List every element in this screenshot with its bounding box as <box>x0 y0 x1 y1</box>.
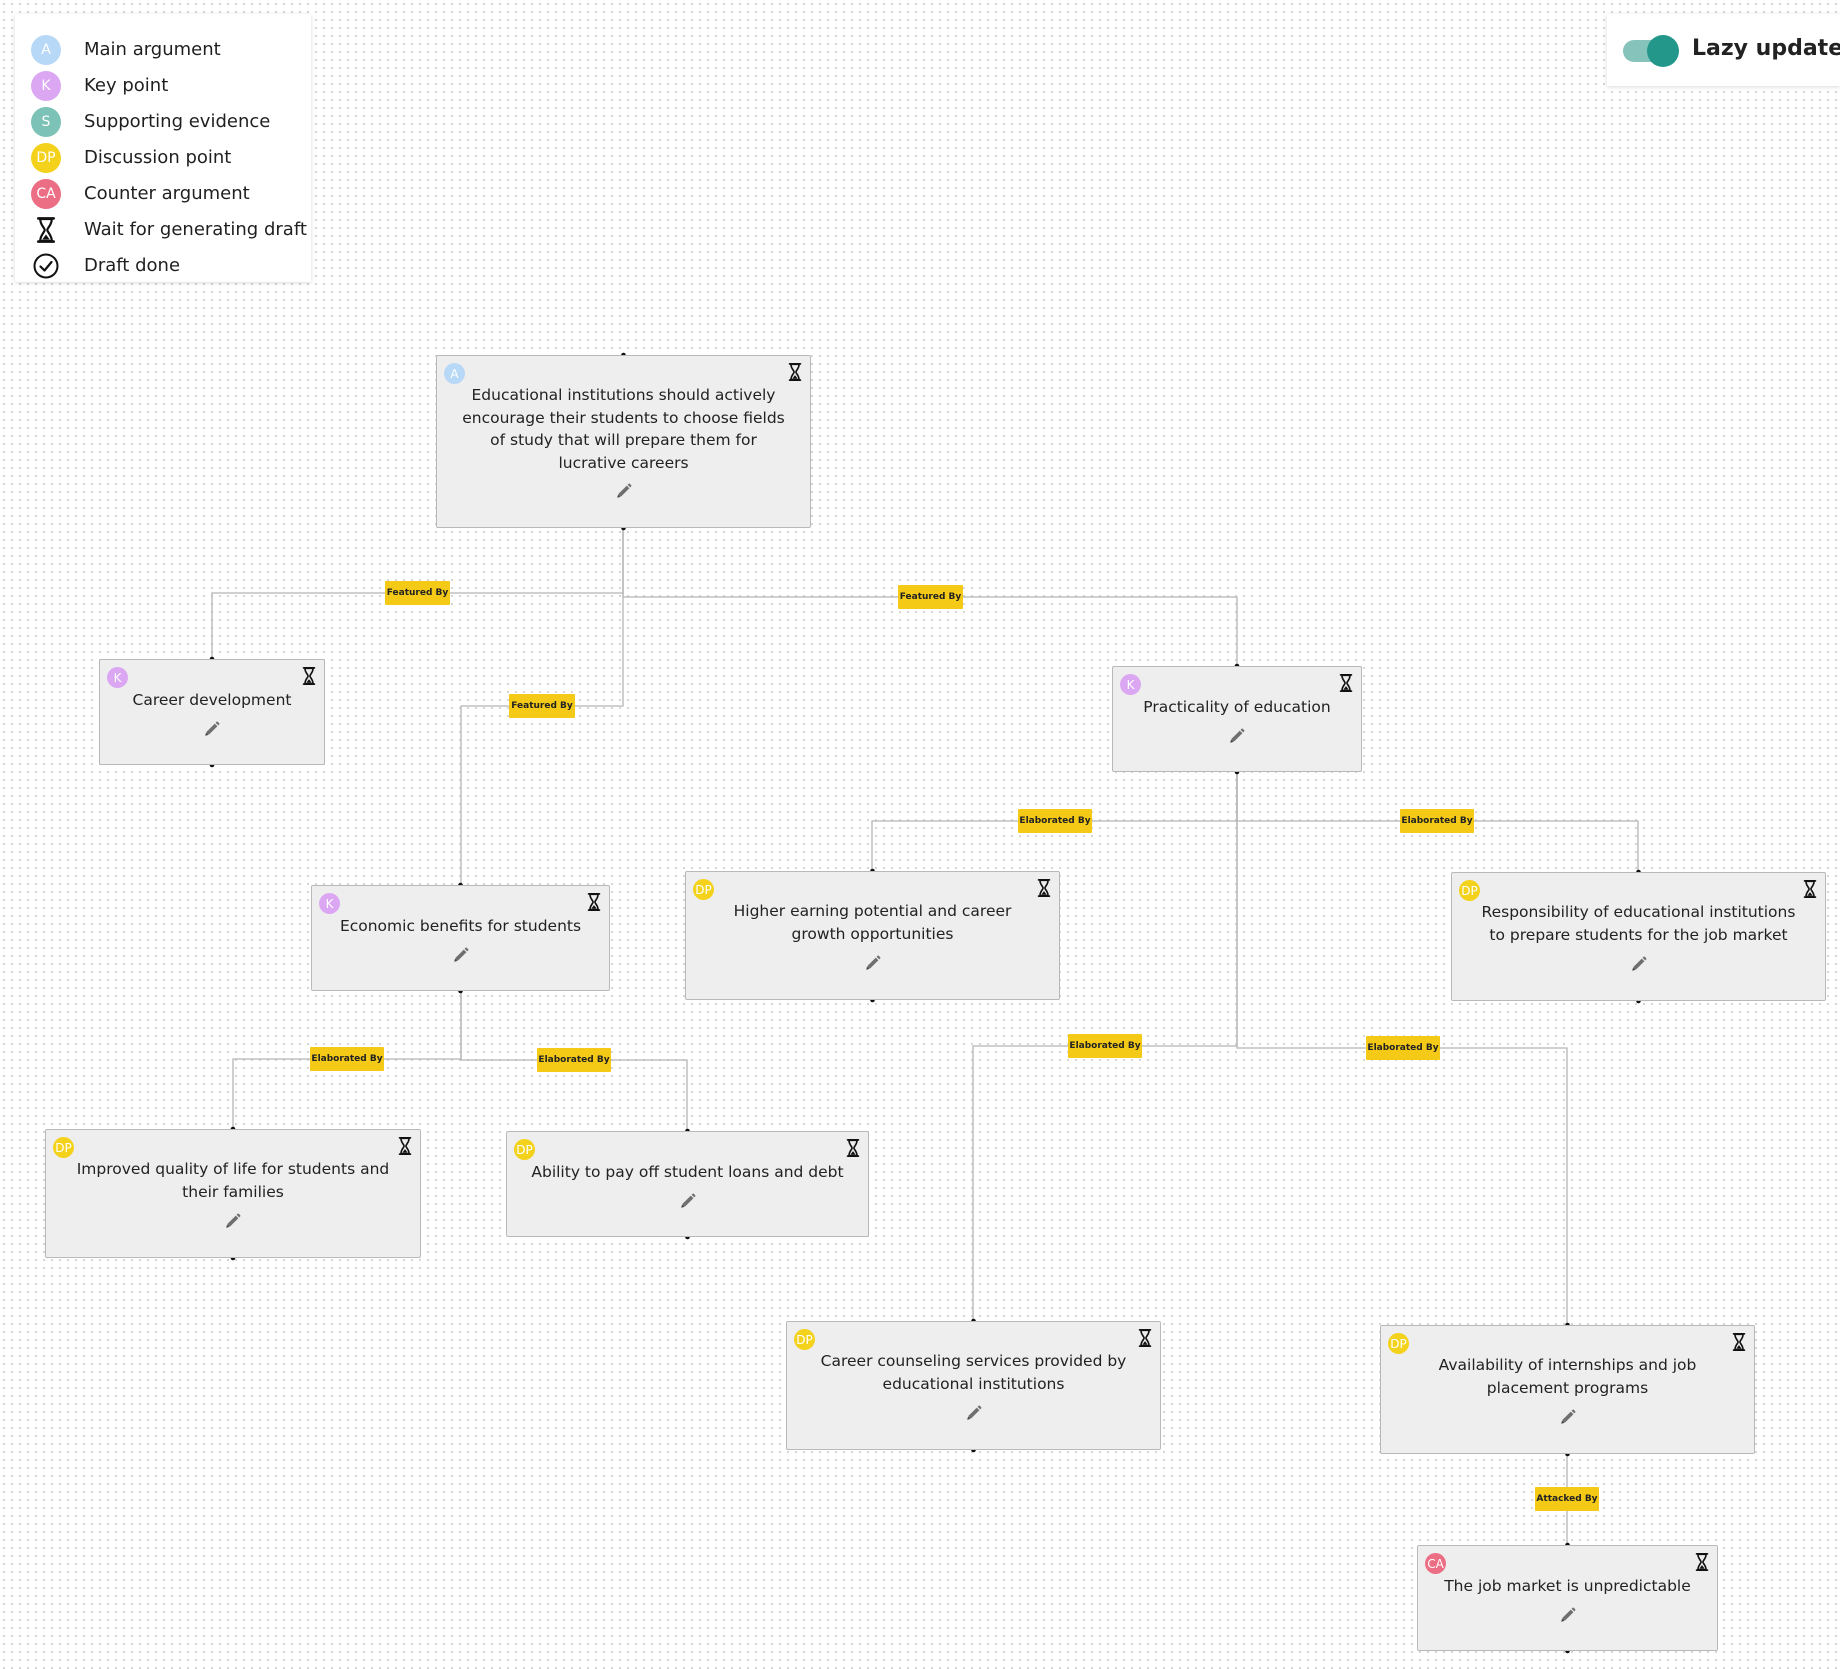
main-argument-badge: A <box>31 35 61 65</box>
hourglass-icon <box>37 217 55 243</box>
pencil-icon[interactable] <box>864 954 882 972</box>
key-point-badge: K <box>107 667 128 688</box>
hourglass-icon <box>788 363 802 381</box>
node-text: Ability to pay off student loans and deb… <box>531 1163 844 1181</box>
legend-label: Draft done <box>84 255 181 276</box>
edge-label-elaborated-by: Elaborated By <box>1366 1036 1440 1060</box>
legend-label: Key point <box>84 75 169 96</box>
discussion-point-badge: DP <box>31 143 61 173</box>
node-quality-of-life[interactable]: DP Improved quality of life for students… <box>45 1129 421 1258</box>
node-text: Responsibility of educational institutio… <box>1481 903 1796 944</box>
discussion-point-badge: DP <box>53 1137 74 1158</box>
pencil-icon[interactable] <box>615 482 633 500</box>
hourglass-icon <box>1803 880 1817 898</box>
discussion-point-badge: DP <box>514 1139 535 1160</box>
supporting-evidence-badge: S <box>31 107 61 137</box>
pencil-icon[interactable] <box>1630 955 1648 973</box>
main-argument-badge: A <box>444 363 465 384</box>
node-text: Educational institutions should actively… <box>462 386 785 472</box>
node-higher-earning-potential[interactable]: DP Higher earning potential and career g… <box>685 871 1060 1000</box>
pencil-icon[interactable] <box>1228 727 1246 745</box>
toggle-knob[interactable] <box>1647 35 1679 67</box>
hourglass-icon <box>1695 1553 1709 1571</box>
edge-label-elaborated-by: Elaborated By <box>1018 809 1092 833</box>
node-text: Availability of internships and job plac… <box>1438 1356 1697 1397</box>
discussion-point-badge: DP <box>693 879 714 900</box>
pencil-icon[interactable] <box>452 946 470 964</box>
node-career-development[interactable]: K Career development <box>99 659 325 765</box>
node-text: Career development <box>132 691 292 709</box>
hourglass-icon <box>1732 1333 1746 1351</box>
key-point-badge: K <box>1120 674 1141 695</box>
legend-label: Wait for generating draft <box>84 219 307 240</box>
edge-label-attacked-by: Attacked By <box>1535 1487 1599 1511</box>
legend-label: Discussion point <box>84 147 232 168</box>
node-text: Improved quality of life for students an… <box>76 1160 390 1201</box>
legend-label: Supporting evidence <box>84 111 271 132</box>
hourglass-icon <box>1138 1329 1152 1347</box>
hourglass-icon <box>1037 879 1051 897</box>
pencil-icon[interactable] <box>1559 1408 1577 1426</box>
edge-label-elaborated-by: Elaborated By <box>1068 1034 1142 1058</box>
legend-panel: A Main argument K Key point S Supporting… <box>15 14 311 282</box>
hourglass-icon <box>1339 674 1353 692</box>
legend-label: Counter argument <box>84 183 250 204</box>
pencil-icon[interactable] <box>679 1192 697 1210</box>
node-responsibility-of-institutions[interactable]: DP Responsibility of educational institu… <box>1451 872 1826 1001</box>
key-point-badge: K <box>319 893 340 914</box>
lazy-update-panel: Lazy update <box>1607 14 1840 86</box>
hourglass-icon <box>398 1137 412 1155</box>
edge-label-elaborated-by: Elaborated By <box>1400 809 1474 833</box>
edge-label-elaborated-by: Elaborated By <box>310 1047 384 1071</box>
counter-argument-badge: CA <box>1425 1553 1446 1574</box>
key-point-badge: K <box>31 71 61 101</box>
node-text: Economic benefits for students <box>339 917 582 935</box>
hourglass-icon <box>587 893 601 911</box>
edge-label-featured-by: Featured By <box>509 694 575 718</box>
pencil-icon[interactable] <box>203 720 221 738</box>
pencil-icon[interactable] <box>224 1212 242 1230</box>
node-text: The job market is unpredictable <box>1444 1577 1691 1595</box>
edge-label-elaborated-by: Elaborated By <box>537 1048 611 1072</box>
node-job-market-unpredictable[interactable]: CA The job market is unpredictable <box>1417 1545 1718 1651</box>
edge-label-featured-by: Featured By <box>385 581 450 605</box>
legend-label: Main argument <box>84 39 221 60</box>
pencil-icon[interactable] <box>1559 1606 1577 1624</box>
node-text: Higher earning potential and career grow… <box>733 902 1012 943</box>
discussion-point-badge: DP <box>794 1329 815 1350</box>
node-internships[interactable]: DP Availability of internships and job p… <box>1380 1325 1755 1454</box>
hourglass-icon <box>846 1139 860 1157</box>
edge-label-featured-by: Featured By <box>898 585 963 609</box>
pencil-icon[interactable] <box>965 1404 983 1422</box>
lazy-update-label: Lazy update <box>1692 36 1840 61</box>
discussion-point-badge: DP <box>1388 1333 1409 1354</box>
node-student-loans[interactable]: DP Ability to pay off student loans and … <box>506 1131 869 1237</box>
node-text: Career counseling services provided by e… <box>820 1352 1127 1393</box>
node-career-counseling[interactable]: DP Career counseling services provided b… <box>786 1321 1161 1450</box>
node-text: Practicality of education <box>1143 698 1331 716</box>
node-main-argument[interactable]: A Educational institutions should active… <box>436 355 811 528</box>
discussion-point-badge: DP <box>1459 880 1480 901</box>
counter-argument-badge: CA <box>31 179 61 209</box>
node-practicality-of-education[interactable]: K Practicality of education <box>1112 666 1362 772</box>
check-circle-icon <box>33 253 59 279</box>
hourglass-icon <box>302 667 316 685</box>
node-economic-benefits[interactable]: K Economic benefits for students <box>311 885 610 991</box>
